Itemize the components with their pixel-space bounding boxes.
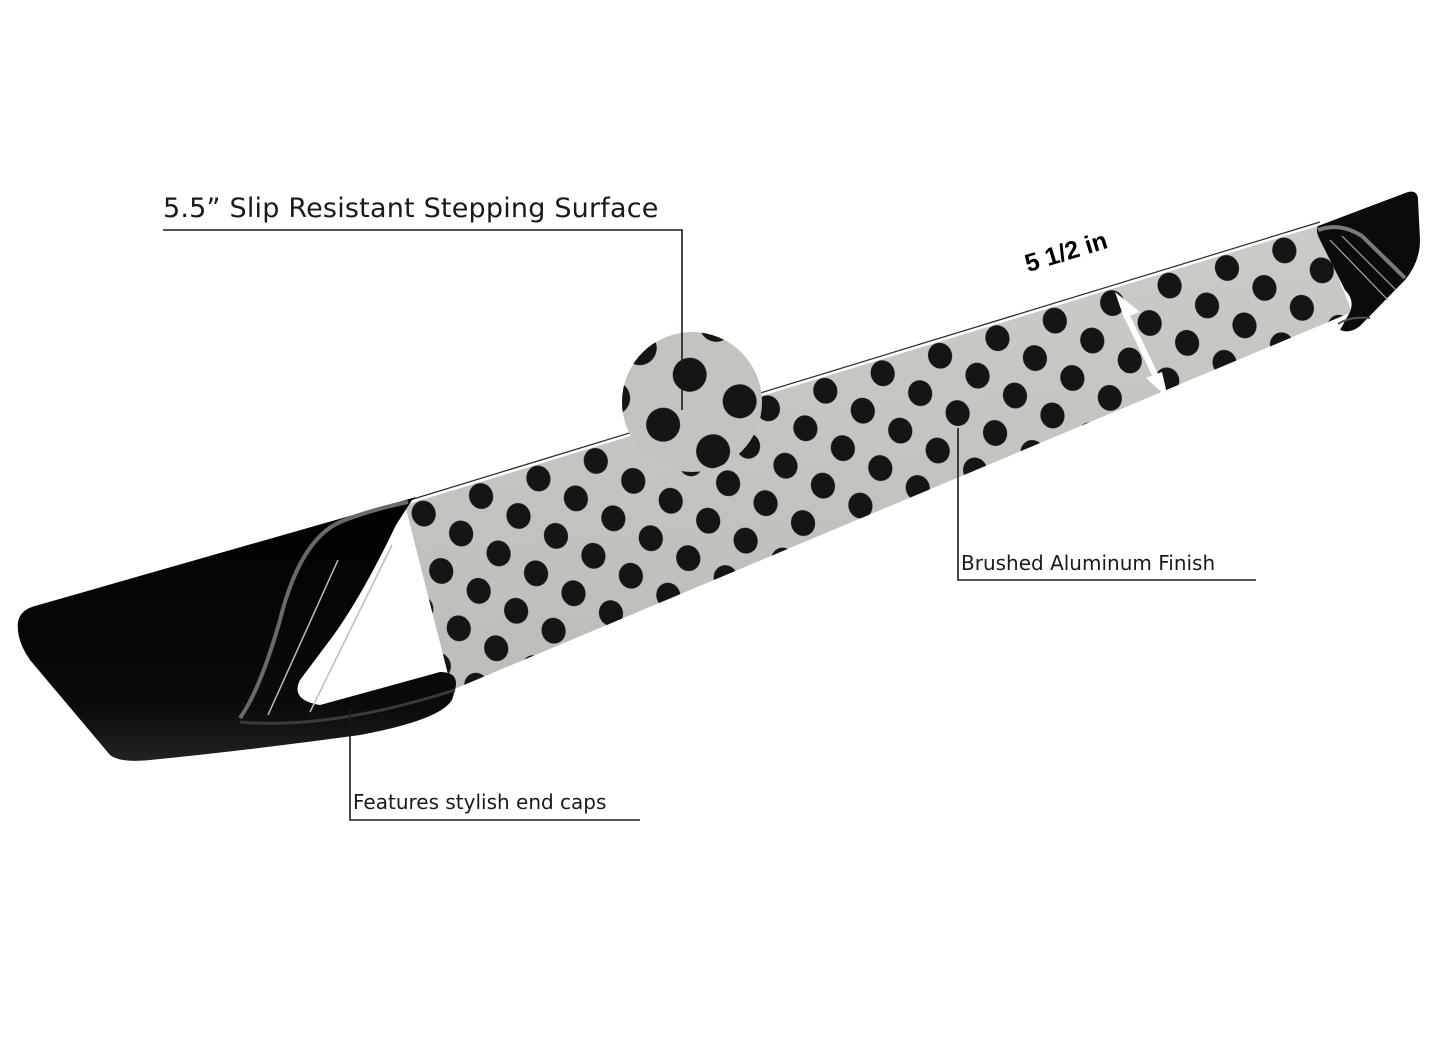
dimension-arrow [1115,292,1168,398]
left-end-cap [17,497,456,761]
finish-leader-line [957,428,1256,581]
aluminum-stepping-surface [405,226,1352,690]
magnifier-circle [622,332,762,472]
leader-lines [163,229,1256,821]
finish-callout-label: Brushed Aluminum Finish [961,551,1216,575]
right-end-cap [1316,191,1420,332]
surface-callout-label: 5.5” Slip Resistant Stepping Surface [163,193,659,224]
end-caps-callout-label: Features stylish end caps [353,790,607,814]
surface-leader-line [163,229,683,410]
board-top-edge [409,221,1321,501]
end-caps-leader-line [349,708,640,821]
